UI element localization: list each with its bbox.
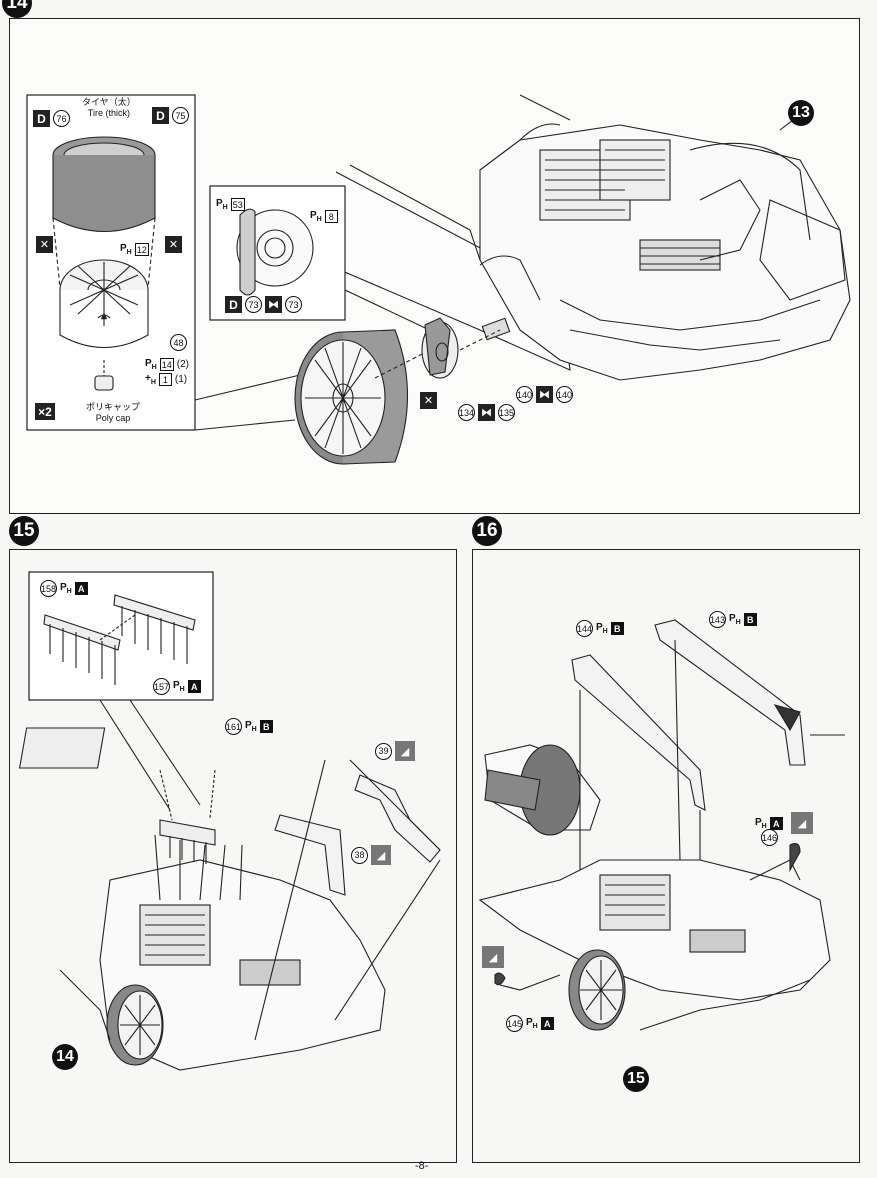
- decal-icon: ◢: [482, 946, 504, 968]
- cement-icon: ⧓: [478, 404, 495, 421]
- axle-parts: 140 ⧓ 140: [516, 386, 573, 403]
- glue-prohibited-icon: ✕: [36, 236, 53, 253]
- glue-prohibited-icon: ✕: [420, 392, 437, 409]
- ref-step-14: 14: [52, 1044, 78, 1070]
- step-16-panel: [472, 549, 860, 1163]
- ref-step-13: 13: [788, 100, 814, 126]
- part-145-label: 145 PH A: [506, 1015, 554, 1032]
- part-158-label: 158 PH A: [40, 580, 88, 597]
- cement-icon: ⧓: [536, 386, 553, 403]
- tire-label: タイヤ（太） Tire (thick): [82, 98, 136, 118]
- wheel-part: 48: [170, 334, 187, 351]
- part-146-paint: PH A: [755, 817, 783, 830]
- step-16-number: 16: [472, 516, 502, 546]
- step-14-number: 14: [2, 0, 32, 18]
- decal-icon: ◢: [791, 812, 813, 834]
- quantity-badge: ×2: [35, 403, 55, 420]
- disc-paint-1: PH 53: [216, 198, 245, 211]
- ref-step-15: 15: [623, 1066, 649, 1092]
- hub-parts: 134 ⧓ 135: [458, 404, 515, 421]
- part-143-label: 143 PH B: [709, 611, 757, 628]
- part-38-label: 38 ◢: [351, 845, 391, 865]
- cement-icon: ⧓: [265, 296, 282, 313]
- part-157-label: 157 PH A: [153, 678, 201, 695]
- disc-paint-2: PH 8: [310, 210, 338, 223]
- part-144-label: 144 PH B: [576, 620, 624, 637]
- tire-left-part: D 76: [33, 110, 70, 127]
- decal-icon: ◢: [371, 845, 391, 865]
- step-15-panel: [9, 549, 457, 1163]
- polycap-label: ポリキャップ Poly cap: [86, 403, 141, 423]
- step-15-number: 15: [9, 516, 39, 546]
- glue-prohibited-icon: ✕: [165, 236, 182, 253]
- disc-parts: D 73 ⧓ 73: [225, 296, 302, 313]
- wheel-paint-2: PH 14 (2): [145, 358, 189, 371]
- wheel-paint-3: +H 1 (1): [145, 373, 188, 386]
- page-number: -8-: [415, 1160, 429, 1172]
- wheel-paint-label: PH 12: [120, 243, 149, 256]
- part-39-label: 39 ◢: [375, 741, 415, 761]
- decal-icon: ◢: [395, 741, 415, 761]
- tire-right-part: D 75: [152, 107, 189, 124]
- part-161-label: 161 PH B: [225, 718, 273, 735]
- part-146-label: 146: [761, 829, 778, 846]
